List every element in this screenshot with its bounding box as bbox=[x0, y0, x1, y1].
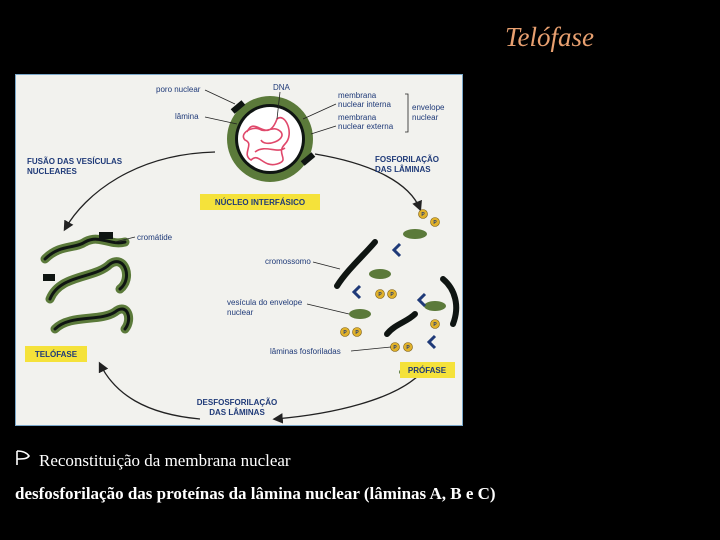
box-profase bbox=[400, 362, 455, 378]
leader-membrana-externa bbox=[310, 125, 337, 135]
telophase-vesicle-2 bbox=[43, 274, 55, 281]
slide-title: Telófase bbox=[505, 22, 595, 52]
leader-vesicula bbox=[306, 303, 350, 315]
arrow-prophase-to-dephosphorylation bbox=[272, 373, 421, 424]
label-poro-nuclear: poro nuclear bbox=[156, 85, 201, 94]
bullet-point: Reconstituição da membrana nuclear bbox=[15, 450, 291, 471]
vesicle-2 bbox=[369, 269, 391, 279]
leader-membrana-interna bbox=[302, 103, 337, 120]
phosphate-5 bbox=[340, 327, 350, 337]
vesicle-3 bbox=[424, 301, 446, 311]
flag-bullet-icon bbox=[15, 450, 33, 471]
lamina-fragment-4 bbox=[426, 334, 437, 350]
label-laminas-fosforiladas: lâminas fosforiladas bbox=[270, 347, 341, 356]
vesicle-1 bbox=[403, 229, 427, 239]
label-dna: DNA bbox=[273, 83, 291, 92]
label-membrana-externa-2: nuclear externa bbox=[338, 122, 394, 131]
label-envelope-2: nuclear bbox=[412, 113, 439, 122]
telophase-vesicle-1 bbox=[99, 232, 113, 239]
telophase-chromatids bbox=[40, 232, 134, 334]
telophase-chromatid-lower bbox=[53, 307, 131, 331]
phosphate-label-3: P bbox=[378, 292, 382, 298]
leader-lamina bbox=[204, 116, 238, 125]
phosphate-9 bbox=[403, 342, 413, 352]
leader-cromossomo bbox=[312, 261, 341, 270]
nucleoplasm bbox=[238, 107, 302, 171]
box-nucleo-label: NÚCLEO INTERFÁSICO bbox=[215, 198, 305, 207]
label-desfosforilacao-1: DESFOSFORILAÇÃO bbox=[197, 398, 277, 407]
phosphate-6 bbox=[352, 327, 362, 337]
phosphate-label-2: P bbox=[433, 220, 437, 226]
dna-strands bbox=[242, 116, 290, 166]
leader-laminas bbox=[350, 346, 392, 352]
leader-poro bbox=[204, 89, 236, 105]
phosphate-label-6: P bbox=[355, 330, 359, 336]
vesicle-4 bbox=[349, 309, 371, 319]
label-fusao-2: NUCLEARES bbox=[27, 167, 77, 176]
nuclear-envelope-cycle-diagram: poro nuclear DNA lâmina membrana nuclear… bbox=[15, 74, 463, 426]
leader-dna bbox=[276, 91, 281, 120]
box-profase-label: PRÓFASE bbox=[408, 366, 447, 375]
nuclear-pore-2 bbox=[300, 152, 316, 166]
interphase-nucleus bbox=[227, 96, 316, 182]
prophase-elements: P P P P P P P P P bbox=[334, 209, 460, 377]
chromosome-3 bbox=[384, 311, 418, 337]
chromosome-1 bbox=[334, 239, 378, 289]
label-envelope-1: envelope bbox=[412, 103, 445, 112]
label-membrana-interna-1: membrana bbox=[338, 91, 377, 100]
phosphate-3 bbox=[375, 289, 385, 299]
phosphate-2 bbox=[430, 217, 440, 227]
label-membrana-externa-1: membrana bbox=[338, 113, 377, 122]
phosphate-label-1: P bbox=[421, 212, 425, 218]
phosphate-4 bbox=[387, 289, 397, 299]
phosphate-label-5: P bbox=[343, 330, 347, 336]
label-desfosforilacao-2: DAS LÂMINAS bbox=[209, 408, 265, 417]
phosphate-1 bbox=[418, 209, 428, 219]
label-fusao-1: FUSÃO DAS VESÍCULAS bbox=[27, 157, 123, 166]
label-cromatide: cromátide bbox=[137, 233, 173, 242]
arrow-interphase-to-fusion bbox=[63, 151, 216, 232]
phosphate-label-7: P bbox=[433, 322, 437, 328]
label-vesicula-1: vesícula do envelope bbox=[227, 298, 303, 307]
label-membrana-interna-2: nuclear interna bbox=[338, 100, 391, 109]
diagram-svg: poro nuclear DNA lâmina membrana nuclear… bbox=[15, 74, 463, 426]
lamina-fragment-2 bbox=[351, 284, 362, 300]
lamina-fragment-1 bbox=[391, 242, 402, 258]
arrow-interphase-to-prophase bbox=[314, 153, 422, 212]
phosphate-label-9: P bbox=[406, 345, 410, 351]
label-fosforilacao-1: FOSFORILAÇÃO bbox=[375, 155, 439, 164]
bullet-text: Reconstituição da membrana nuclear bbox=[39, 450, 291, 470]
box-nucleo-interfasico bbox=[200, 194, 320, 210]
envelope-bracket bbox=[405, 93, 409, 133]
label-cromossomo: cromossomo bbox=[265, 257, 311, 266]
label-lamina: lâmina bbox=[175, 112, 199, 121]
label-fosforilacao-2: DAS LÂMINAS bbox=[375, 165, 431, 174]
detail-text: desfosforilação das proteínas da lâmina … bbox=[15, 484, 496, 503]
box-telofase-label: TELÓFASE bbox=[35, 350, 78, 359]
arrow-dephosphorylation-to-telophase bbox=[98, 361, 201, 420]
chromosome-2 bbox=[440, 276, 460, 327]
telophase-chromatid-middle bbox=[48, 260, 128, 301]
telophase-chromatid-upper bbox=[43, 237, 127, 261]
box-telofase bbox=[25, 346, 87, 362]
phosphate-label-8: P bbox=[393, 345, 397, 351]
label-vesicula-2: nuclear bbox=[227, 308, 254, 317]
nuclear-pore-1 bbox=[230, 100, 246, 114]
leader-cromatide bbox=[114, 236, 136, 243]
phosphate-label-4: P bbox=[390, 292, 394, 298]
lamina-fragment-3 bbox=[416, 292, 427, 308]
phosphate-7 bbox=[430, 319, 440, 329]
